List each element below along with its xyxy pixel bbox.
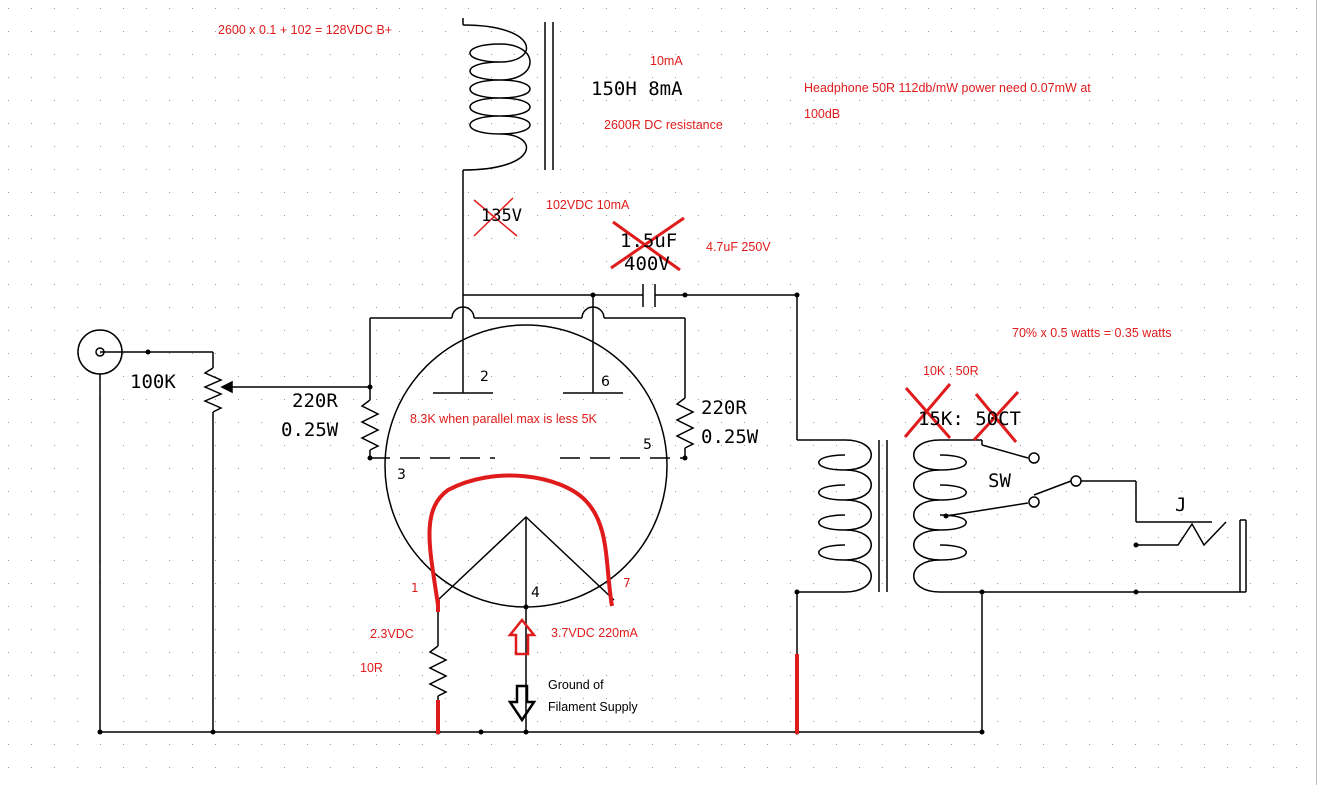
filament-resistor-note: 10R (360, 661, 383, 675)
pin-7-label: 7 (623, 576, 631, 590)
filament-bias-note: 2.3VDC (370, 627, 414, 641)
cap-old-value-label: 1.5uF (620, 230, 678, 252)
r-right-power-label: 0.25W (701, 426, 759, 448)
transformer-old-label: 15K: 50CT (918, 408, 1021, 430)
window-border (1316, 0, 1317, 785)
choke-resistance-note: 2600R DC resistance (604, 118, 723, 132)
pin-3-label: 3 (397, 467, 406, 483)
ground-note-line1: Ground of (548, 678, 604, 692)
plate-dc-note: 102VDC 10mA (546, 198, 630, 212)
pin-4-label: 4 (531, 585, 540, 601)
r-left-power-label: 0.25W (281, 419, 339, 441)
circuit-wires (77, 18, 1247, 733)
r-right-value-label: 220R (701, 397, 747, 419)
red-markup (427, 197, 1020, 734)
r-left-value-label: 220R (292, 390, 338, 412)
pin-2-label: 2 (480, 369, 489, 385)
choke-label: 150H 8mA (591, 78, 683, 100)
plate-voltage-old-label: 135V (481, 206, 522, 226)
headphone-note-line1: Headphone 50R 112db/mW power need 0.07mW… (804, 81, 1091, 95)
pin-6-label: 6 (601, 374, 610, 390)
ground-arrow-icon (507, 684, 537, 723)
choke-current-note: 10mA (650, 54, 683, 68)
switch-label: SW (988, 470, 1011, 492)
ground-note-line2: Filament Supply (548, 700, 638, 714)
jack-label: J (1175, 494, 1187, 516)
filament-supply-note: 3.7VDC 220mA (551, 626, 638, 640)
cap-old-voltage-label: 400V (624, 253, 670, 275)
pot-label: 100K (130, 371, 176, 393)
bplus-calc-note: 2600 x 0.1 + 102 = 128VDC B+ (218, 23, 393, 37)
grid-dots (8, 8, 1297, 768)
cap-new-note: 4.7uF 250V (706, 240, 771, 254)
power-calc-note: 70% x 0.5 watts = 0.35 watts (1012, 326, 1172, 340)
transformer-new-note: 10K : 50R (923, 364, 979, 378)
pin-1-label: 1 (411, 581, 419, 595)
pin-5-label: 5 (643, 437, 652, 453)
headphone-note-line2: 100dB (804, 107, 841, 121)
parallel-note: 8.3K when parallel max is less 5K (410, 412, 597, 426)
